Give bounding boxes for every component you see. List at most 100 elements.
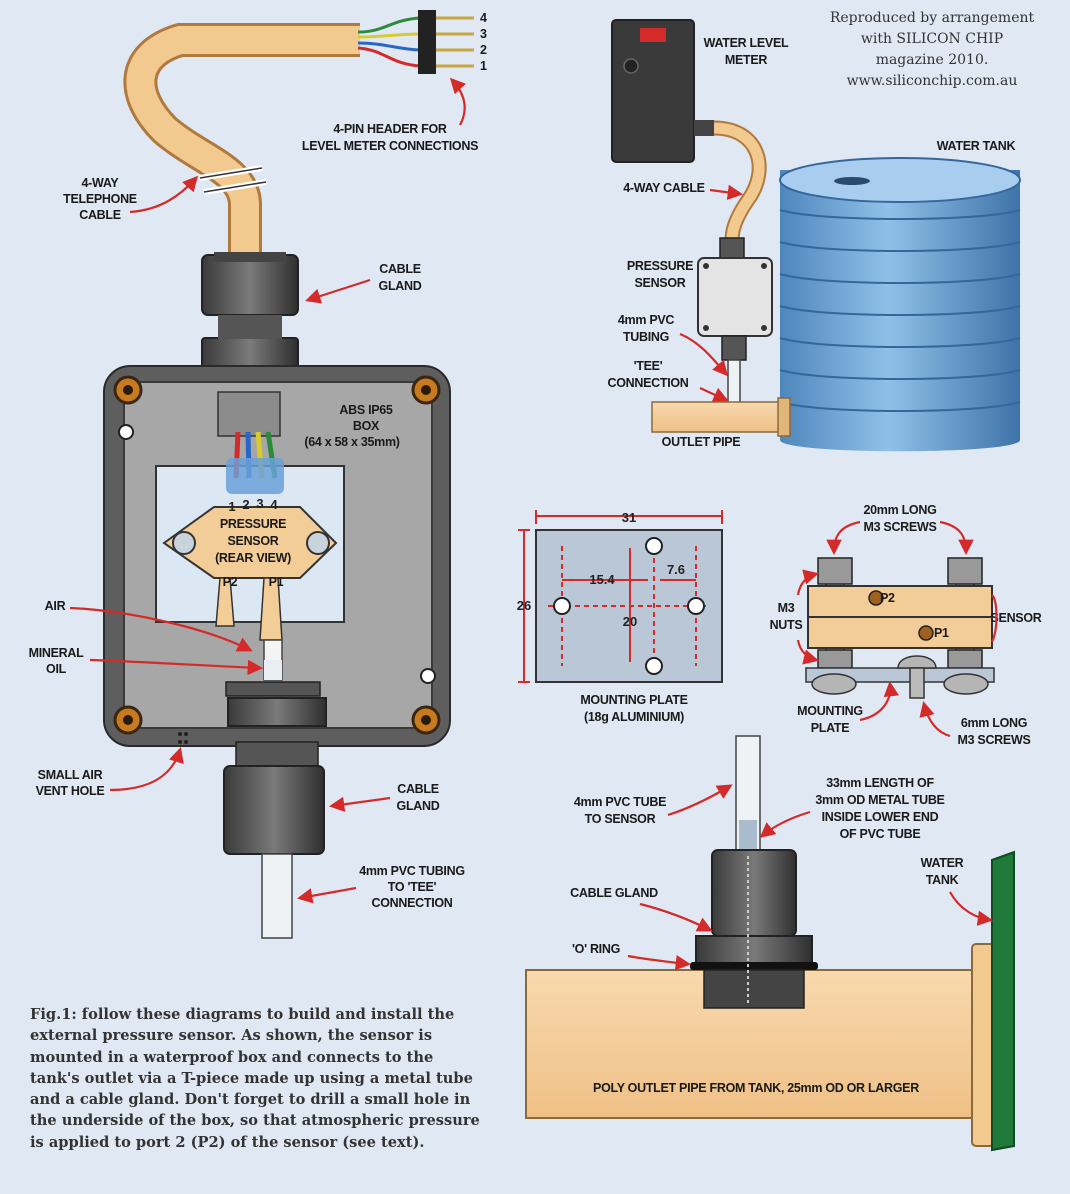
pvc-tubing-label: 4mm PVC TUBING [359,864,465,878]
dim-hole-x: 15.4 [589,572,615,587]
metal-tube-label: 3mm OD METAL TUBE [815,793,944,807]
pin-number: 4 [480,11,487,25]
mineral-oil-arrow [89,658,264,676]
sensor-pin-number: 1 [228,499,235,514]
pressure-sensor-label: PRESSURE [627,259,693,273]
dim-width: 31 [622,510,636,525]
cable-gland-pipe-label: CABLE GLAND [570,886,658,900]
pvc-tubing-label: TO 'TEE' [388,880,437,894]
sensor-bracket [990,594,998,643]
m3-nuts-label: M3 [778,601,795,615]
pvc-tube-sensor-label: 4mm PVC TUBE [574,795,666,809]
mounting-plate-side-arrow [859,680,900,722]
metal-tube-label: OF PVC TUBE [840,827,921,841]
pin-number: 1 [480,59,487,73]
tee-arrow [699,387,729,402]
sensor-pin-number: 3 [256,496,263,511]
tee-label: CONNECTION [607,376,688,390]
cable-gland-bottom-arrow [328,796,391,812]
o-ring-arrow [627,954,692,971]
pressure-sensor-label: SENSOR [635,276,686,290]
telephone-cable [123,22,360,255]
port-p2-side-label: P2 [880,591,895,605]
vent-hole-arrow [109,747,184,792]
cable-gland-bottom-label: CABLE [397,782,439,796]
pin-header: 4 3 2 1 [418,10,487,74]
mounting-plate-side-label: MOUNTING [797,704,863,718]
sensor-pin-number: 4 [270,497,278,512]
header-arrow [449,77,467,126]
cable-gland-bottom-label: GLAND [397,799,440,813]
mineral-oil-label: MINERAL [29,646,85,660]
pressure-sensor-small [697,237,773,405]
tee-label: 'TEE' [634,359,663,373]
water-tank-pipe-label: WATER [921,856,964,870]
oil-tube [225,639,321,697]
telephone-cable-label: 4-WAY [82,176,120,190]
port-p1-label: P1 [269,575,284,589]
vent-hole-label: VENT HOLE [36,784,105,798]
water-level-meter-label: WATER LEVEL [704,36,789,50]
four-way-cable-arrow [709,184,744,201]
m3-nuts-arrow-down [796,639,819,665]
m3-nuts-label: NUTS [770,618,803,632]
screws-20-arrow-left [826,520,861,556]
pin-number: 2 [480,43,487,57]
credit-line: magazine 2010. [876,52,989,68]
mounting-plate-side-label: PLATE [811,721,850,735]
water-level-meter-label: METER [725,53,768,67]
credit-block: Reproduced by arrangement with SILICON C… [830,10,1035,89]
air-arrow [69,606,253,652]
pressure-sensor-rear [162,506,338,641]
vent-hole-label: SMALL AIR [38,768,103,782]
pvc-tubing-small-label: TUBING [623,330,669,344]
sensor-assembly-side [805,557,995,699]
screws-6-arrow [919,701,951,738]
sensor-pin-number: 2 [242,497,249,512]
poly-pipe-label: POLY OUTLET PIPE FROM TANK, 25mm OD OR L… [593,1081,919,1095]
mounting-plate-label: MOUNTING PLATE [580,693,687,707]
abs-box-label: ABS IP65 [339,403,393,417]
screws-6-label: M3 SCREWS [957,733,1030,747]
sensor-wires [226,431,284,494]
dim-offset: 7.6 [667,562,685,577]
water-tank-pipe-arrow [949,891,994,926]
screws-20-label: 20mm LONG [863,503,936,517]
mounting-plate-drawing [518,510,723,683]
mineral-oil-label: OIL [46,662,67,676]
telephone-cable-label: TELEPHONE [63,192,137,206]
telephone-cable-arrow [129,175,199,214]
outlet-pipe-label: OUTLET PIPE [662,435,741,449]
pvc-tube-sensor-arrow [667,784,733,817]
o-ring-label: 'O' RING [572,942,620,956]
credit-line: www.siliconchip.com.au [847,73,1018,89]
dim-height: 26 [517,598,531,613]
figure-caption: Fig.1: follow these diagrams to build an… [30,1006,480,1151]
cable-gland-label: GLAND [379,279,422,293]
outlet-pipe [651,397,791,437]
pvc-tubing-small-arrow [679,332,729,377]
cable-gland-bottom [223,697,327,939]
pvc-tubing-arrow [296,886,357,904]
water-tank-label: WATER TANK [937,139,1016,153]
metal-tube-label: INSIDE LOWER END [822,810,939,824]
abs-box-label: (64 x 58 x 35mm) [304,435,399,449]
pipe-tee-drawing [525,735,1015,1152]
sensor-label: PRESSURE [220,517,286,531]
pin-number: 3 [480,27,487,41]
credit-line: Reproduced by arrangement [830,10,1035,26]
port-p2-label: P2 [223,575,238,589]
mounting-plate-label: (18g ALUMINIUM) [584,710,684,724]
pvc-tube-sensor-label: TO SENSOR [585,812,656,826]
pvc-tubing-label: CONNECTION [371,896,452,910]
header-label: LEVEL METER CONNECTIONS [302,139,478,153]
sensor-label: (REAR VIEW) [215,551,291,565]
air-label: AIR [45,599,66,613]
sensor-label: SENSOR [228,534,279,548]
screws-20-label: M3 SCREWS [863,520,936,534]
abs-box-label: BOX [353,419,380,433]
water-tank [779,157,1021,452]
screws-6-label: 6mm LONG [961,716,1027,730]
